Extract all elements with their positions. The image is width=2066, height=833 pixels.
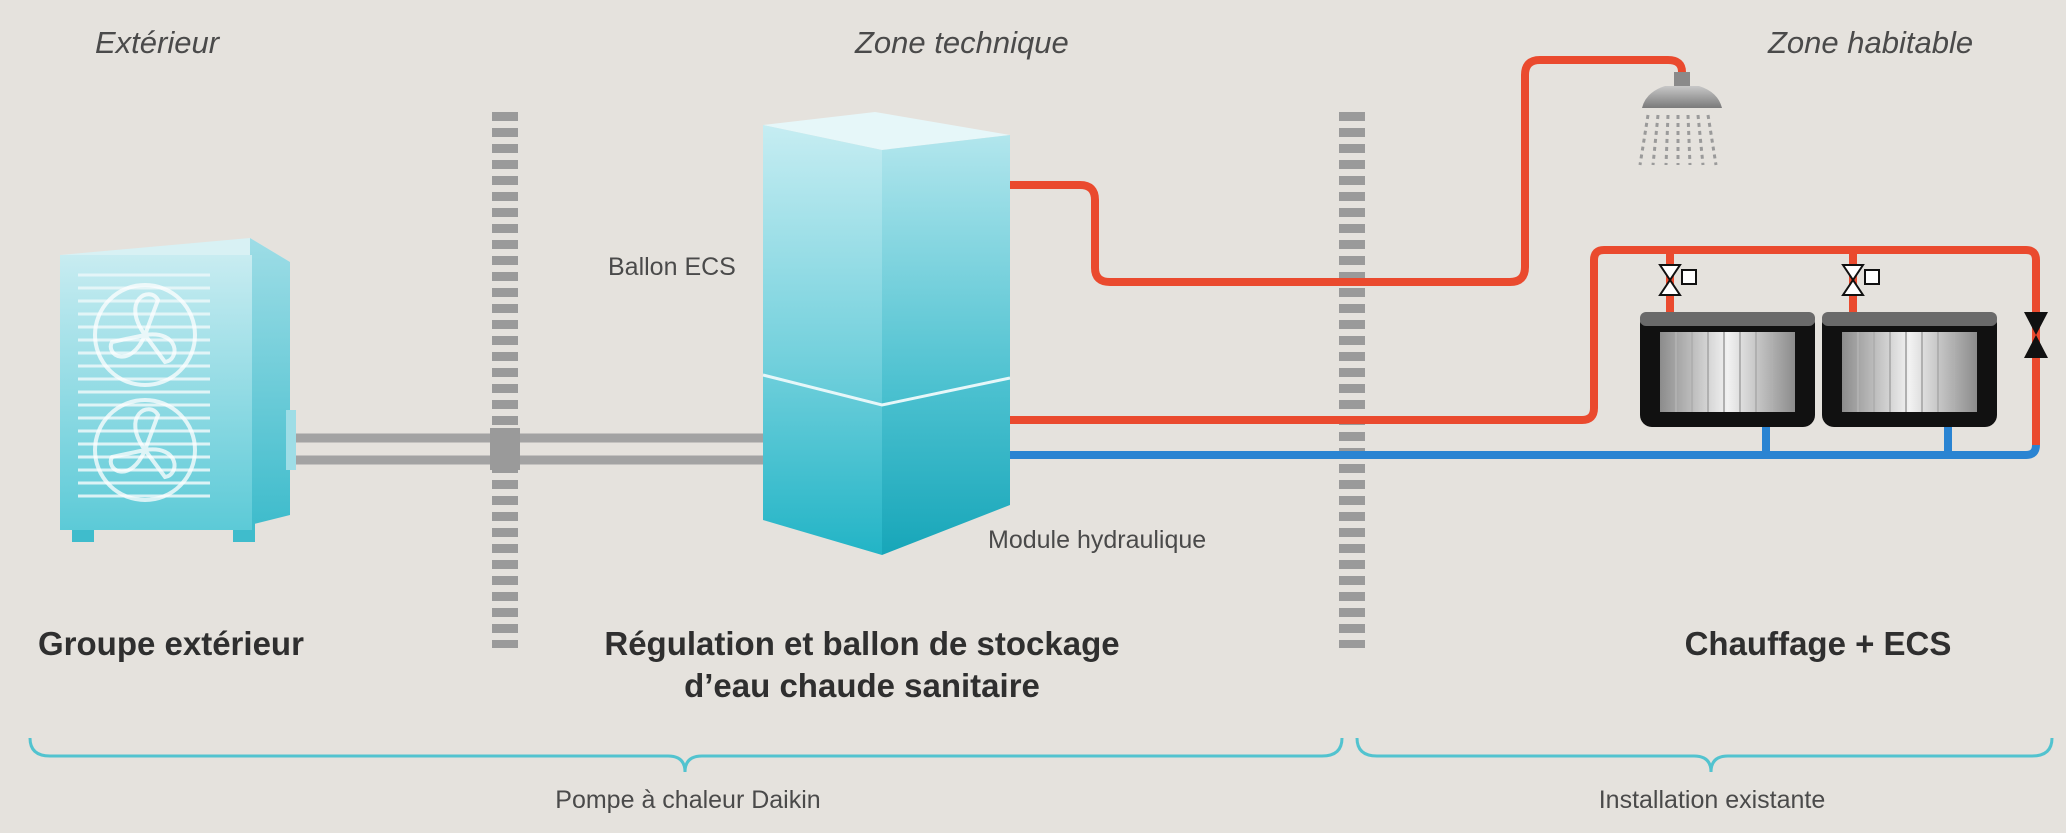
section-regulation-line1: Régulation et ballon de stockage (604, 625, 1119, 662)
radiator (1822, 312, 1997, 427)
zone-title-habitable: Zone habitable (1767, 25, 1973, 60)
outdoor-unit (60, 238, 296, 542)
label-pompe-a-chaleur: Pompe à chaleur Daikin (555, 786, 820, 814)
valve-icon (1658, 264, 1697, 296)
section-groupe-exterieur: Groupe extérieur (38, 625, 304, 662)
shower-icon (1638, 72, 1722, 166)
brace-pompe (28, 737, 1344, 773)
refrigerant-pipes (292, 428, 765, 470)
bypass-valve-icon (2024, 312, 2048, 358)
zone-title-technique: Zone technique (854, 25, 1069, 60)
label-module-hydraulique: Module hydraulique (988, 526, 1206, 554)
tank-module (762, 112, 1011, 555)
radiator (1640, 312, 1815, 427)
heating-return-pipe (1010, 425, 2040, 459)
zone-title-exterieur: Extérieur (95, 25, 221, 60)
hot-water-pipe (1010, 56, 1686, 286)
valve-icon (1841, 264, 1880, 296)
fan-icon (93, 283, 197, 387)
label-installation-existante: Installation existante (1599, 786, 1826, 814)
section-chauffage: Chauffage + ECS (1685, 625, 1952, 662)
label-ballon-ecs: Ballon ECS (608, 253, 736, 281)
fan-icon (93, 398, 197, 502)
section-regulation-line2: d’eau chaude sanitaire (684, 667, 1040, 704)
brace-installation (1355, 737, 2054, 773)
